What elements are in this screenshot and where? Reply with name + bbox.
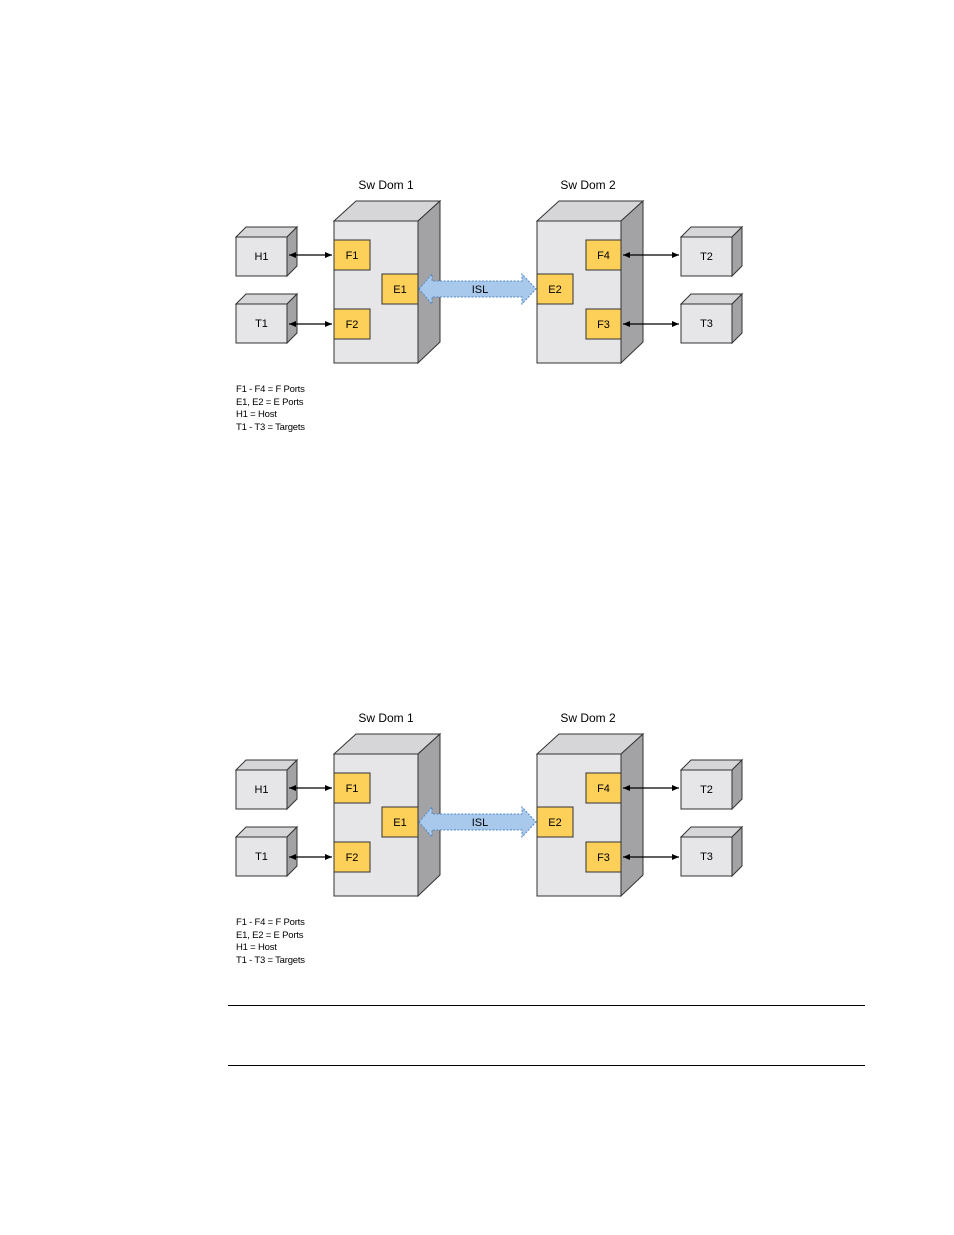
- switch-2-title: Sw Dom 2: [560, 711, 616, 725]
- device-t2: T2: [681, 227, 742, 276]
- port-f4-label: F4: [597, 783, 610, 795]
- switch-2-title: Sw Dom 2: [560, 178, 616, 192]
- switch-1-title: Sw Dom 1: [358, 178, 414, 192]
- port-e2-label: E2: [548, 817, 561, 829]
- legend-line: T1 - T3 = Targets: [236, 422, 305, 435]
- legend-line: H1 = Host: [236, 942, 305, 955]
- port-f1: F1: [334, 773, 370, 803]
- device-t3: T3: [681, 294, 742, 343]
- device-t1: T1: [236, 827, 297, 876]
- legend-1: F1 - F4 = F Ports E1, E2 = E Ports H1 = …: [236, 384, 305, 434]
- legend-line: F1 - F4 = F Ports: [236, 917, 305, 930]
- port-e2: E2: [537, 274, 573, 304]
- device-h1-label: H1: [254, 784, 268, 796]
- port-f2-label: F2: [346, 852, 359, 864]
- device-t1-label: T1: [255, 318, 268, 330]
- device-h1-label: H1: [254, 251, 268, 263]
- device-h1: H1: [236, 227, 297, 276]
- port-f4: F4: [586, 240, 621, 270]
- port-e1: E1: [382, 274, 418, 304]
- device-t1: T1: [236, 294, 297, 343]
- fabric-diagram-1: Sw Dom 1 Sw Dom 2 H1 T1: [0, 170, 954, 470]
- fabric-diagram-2: Sw Dom 1 Sw Dom 2 H1 T1 T2: [0, 703, 954, 1003]
- device-t3-label: T3: [700, 851, 713, 863]
- legend-line: T1 - T3 = Targets: [236, 955, 305, 968]
- port-e2-label: E2: [548, 284, 561, 296]
- port-f3: F3: [586, 842, 621, 872]
- port-f2: F2: [334, 309, 370, 339]
- device-t2-label: T2: [700, 784, 713, 796]
- port-f3-label: F3: [597, 319, 610, 331]
- device-t3-label: T3: [700, 318, 713, 330]
- port-e1-label: E1: [393, 284, 406, 296]
- port-f3: F3: [586, 309, 621, 339]
- divider-top: [228, 1005, 865, 1006]
- port-e1-label: E1: [393, 817, 406, 829]
- device-t3: T3: [681, 827, 742, 876]
- legend-line: E1, E2 = E Ports: [236, 930, 305, 943]
- fabric-diagram-1-svg: Sw Dom 1 Sw Dom 2 H1 T1: [0, 170, 954, 470]
- isl-label: ISL: [472, 284, 489, 296]
- legend-line: E1, E2 = E Ports: [236, 397, 305, 410]
- port-f1-label: F1: [346, 783, 359, 795]
- port-f4: F4: [586, 773, 621, 803]
- legend-line: H1 = Host: [236, 409, 305, 422]
- legend-line: F1 - F4 = F Ports: [236, 384, 305, 397]
- port-f4-label: F4: [597, 250, 610, 262]
- device-t1-label: T1: [255, 851, 268, 863]
- device-t2-label: T2: [700, 251, 713, 263]
- legend-2: F1 - F4 = F Ports E1, E2 = E Ports H1 = …: [236, 917, 305, 967]
- isl-label: ISL: [472, 817, 489, 829]
- port-f1-label: F1: [346, 250, 359, 262]
- port-e2: E2: [537, 807, 573, 837]
- port-e1: E1: [382, 807, 418, 837]
- fabric-diagram-2-svg: Sw Dom 1 Sw Dom 2 H1 T1 T2: [0, 703, 954, 1003]
- device-t2: T2: [681, 760, 742, 809]
- divider-bottom: [228, 1065, 865, 1066]
- port-f2-label: F2: [346, 319, 359, 331]
- switch-1-title: Sw Dom 1: [358, 711, 414, 725]
- device-h1: H1: [236, 760, 297, 809]
- port-f2: F2: [334, 842, 370, 872]
- port-f1: F1: [334, 240, 370, 270]
- port-f3-label: F3: [597, 852, 610, 864]
